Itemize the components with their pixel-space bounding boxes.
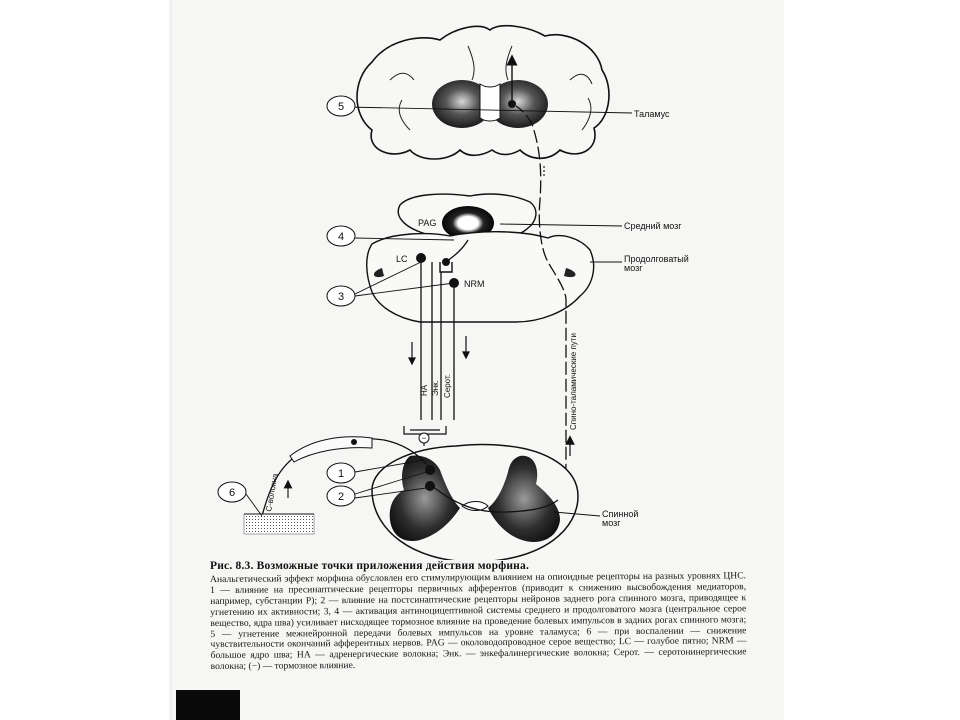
point-label-1: 1 bbox=[338, 468, 344, 480]
thalamus-left bbox=[432, 80, 492, 128]
inhibition-marker bbox=[418, 432, 430, 444]
lc-nucleus bbox=[416, 253, 426, 263]
descending-arrows bbox=[408, 336, 470, 366]
descending-fibres bbox=[420, 262, 455, 420]
central-canal-region bbox=[461, 501, 489, 511]
third-ventricle bbox=[479, 83, 501, 122]
dorsal-horn-neuron-2 bbox=[425, 481, 435, 491]
ganglion-cell bbox=[351, 439, 357, 445]
label-midbrain: Средний мозг bbox=[624, 221, 682, 231]
label-pag: PAG bbox=[418, 218, 436, 228]
point-leaders bbox=[245, 237, 455, 517]
crossing-fibre bbox=[431, 485, 559, 513]
spinothalamic-tract bbox=[515, 105, 567, 511]
morphine-action-diagram: − 5 4 3 1 2 6 Таламус Средний мозг bbox=[217, 24, 689, 560]
spinal-cord-leader bbox=[553, 511, 601, 517]
grey-matter-left bbox=[389, 455, 460, 542]
label-na: НА bbox=[420, 384, 429, 396]
point-label-5: 5 bbox=[338, 101, 344, 113]
label-lc: LC bbox=[396, 254, 408, 264]
inhibition-sign: − bbox=[421, 433, 426, 443]
point-label-6: 6 bbox=[229, 487, 235, 499]
figure-caption-title: Рис. 8.3. Возможные точки приложения дей… bbox=[210, 560, 530, 572]
medulla-section bbox=[366, 231, 595, 323]
label-spinothalamic: Спино-таламические пути bbox=[569, 333, 578, 430]
thalamus-leader bbox=[345, 106, 633, 114]
point-markers bbox=[217, 95, 356, 507]
label-nrm: NRM bbox=[464, 279, 485, 289]
point-label-4: 4 bbox=[338, 231, 344, 243]
medulla-terminal bbox=[439, 262, 453, 273]
dorsal-root-ganglion bbox=[289, 436, 373, 463]
skin-tissue bbox=[243, 513, 315, 535]
dark-corner-block bbox=[176, 690, 240, 720]
label-enk: Энк. bbox=[431, 380, 440, 396]
midbrain-leader bbox=[499, 223, 623, 227]
thalamus-right bbox=[488, 80, 548, 128]
label-serot: Серот. bbox=[443, 374, 452, 398]
label-spinal-cord-2: мозг bbox=[602, 518, 621, 528]
label-spinal-cord-1: Спинной bbox=[602, 509, 638, 519]
scan-edge bbox=[168, 0, 172, 720]
label-c-fiber: С-волокна bbox=[264, 472, 280, 512]
grey-matter-right bbox=[488, 455, 560, 542]
pag-to-medulla bbox=[445, 239, 469, 263]
dorsal-horn-neuron-1 bbox=[425, 465, 435, 475]
point-label-3: 3 bbox=[338, 291, 344, 303]
figure-caption-body: Анальгетический эффект морфина обусловле… bbox=[209, 570, 747, 673]
label-thalamus: Таламус bbox=[634, 109, 670, 119]
label-medulla-1: Продолговатый bbox=[624, 254, 689, 264]
point-label-2: 2 bbox=[338, 491, 344, 503]
label-medulla-2: мозг bbox=[624, 263, 643, 273]
